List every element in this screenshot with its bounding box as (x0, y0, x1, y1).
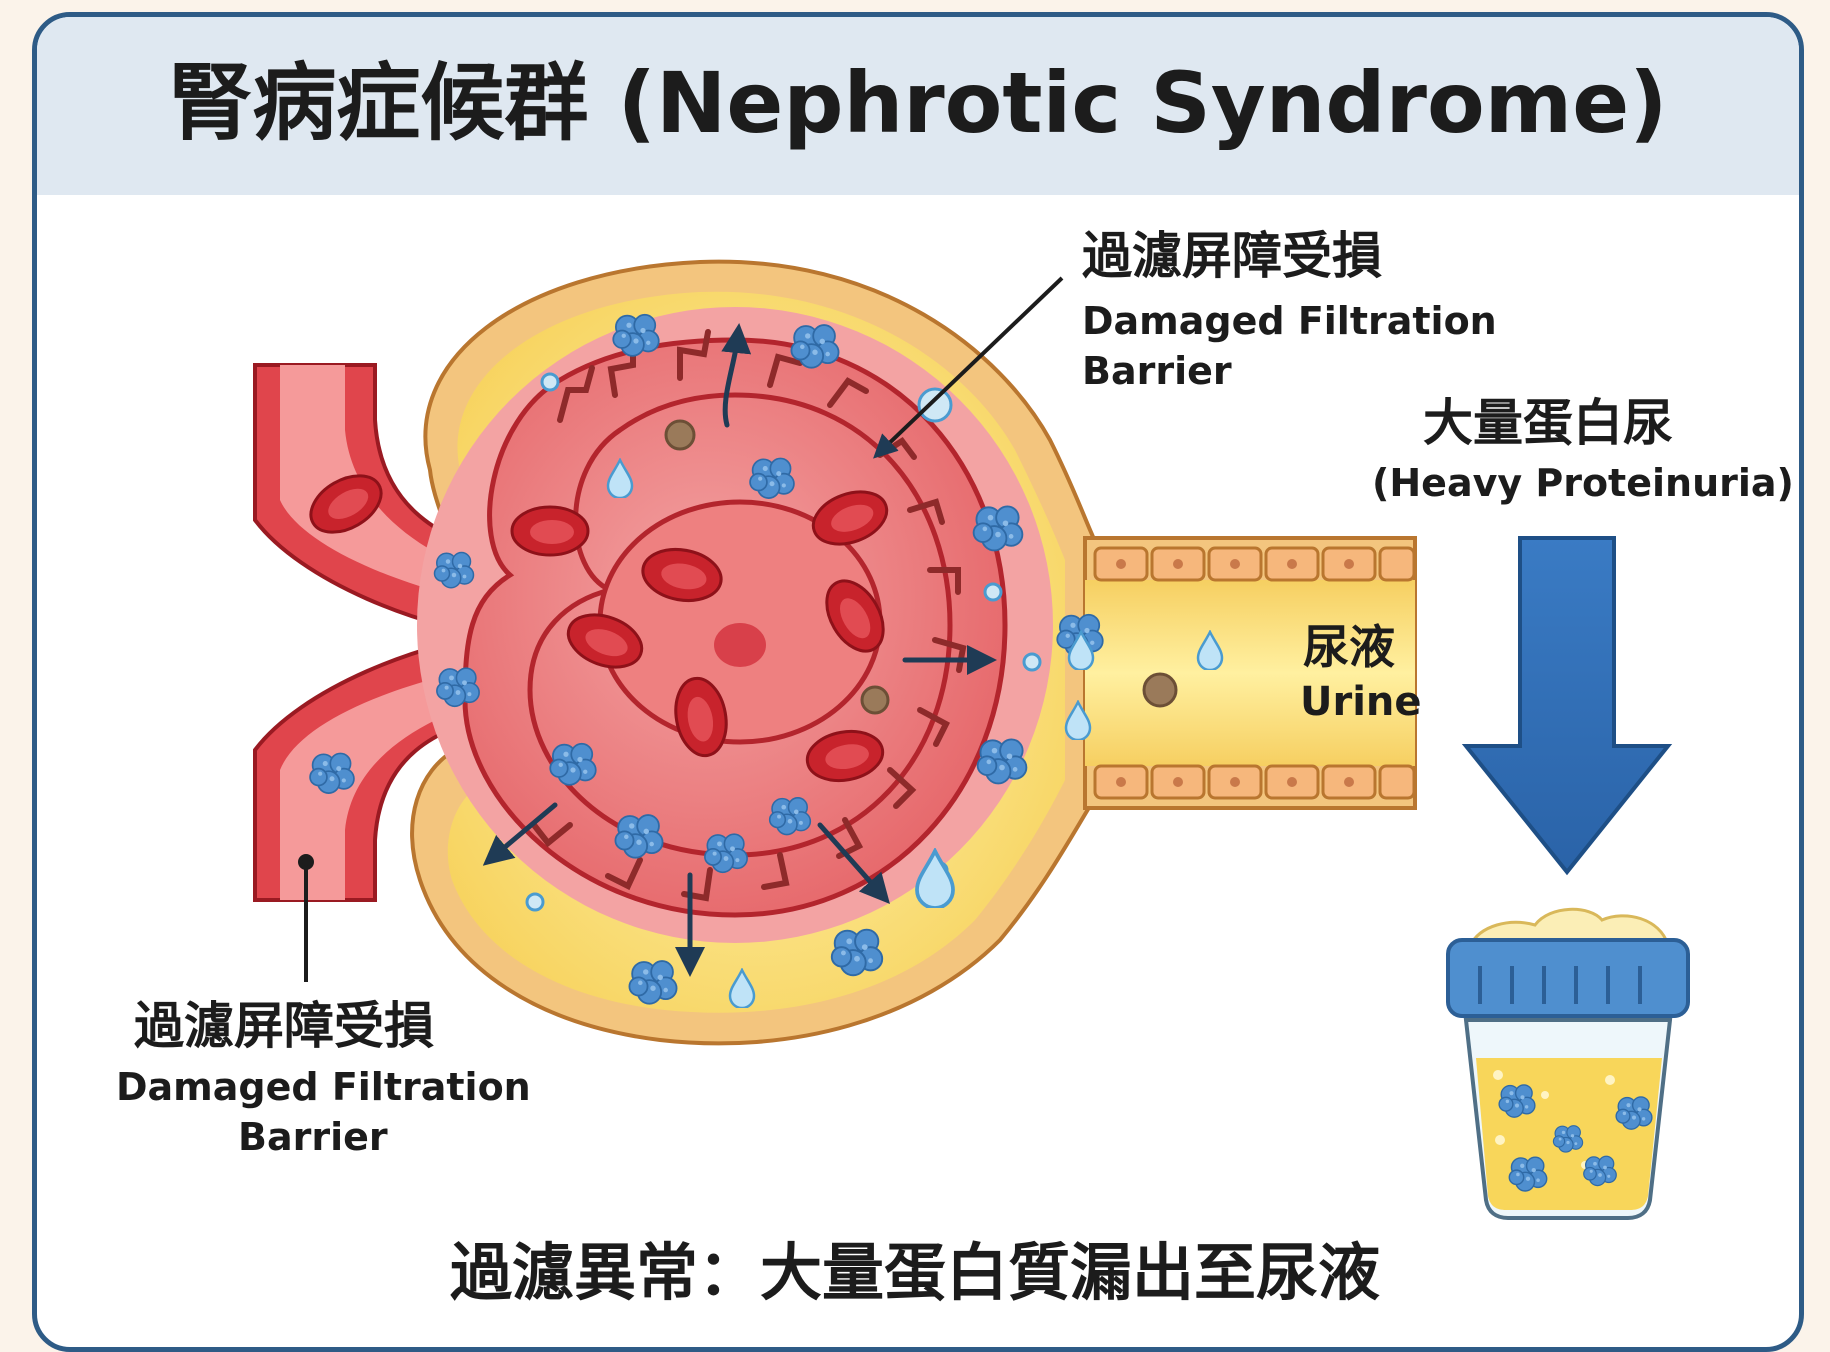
urine-label-zh: 尿液 (1303, 622, 1395, 674)
urine-label-en: Urine (1300, 680, 1422, 725)
urine-cup-icon (1448, 909, 1688, 1218)
footer-caption: 過濾異常：大量蛋白質漏出至尿液 (0, 1222, 1830, 1312)
proteinuria-label-zh: 大量蛋白尿 (1423, 395, 1673, 451)
proteinuria-label-en: (Heavy Proteinuria) (1372, 462, 1794, 505)
down-arrow-icon (1466, 538, 1668, 872)
barrier-bottom-label-zh: 過濾屏障受損 (134, 998, 434, 1054)
barrier-pointer-dot (300, 856, 312, 868)
barrier-top-label-en-1: Damaged Filtration (1082, 300, 1497, 343)
barrier-top-label-en-2: Barrier (1082, 350, 1232, 393)
barrier-bottom-label-en-1: Damaged Filtration (116, 1066, 531, 1109)
barrier-top-label-zh: 過濾屏障受損 (1082, 228, 1382, 284)
barrier-bottom-label-en-2: Barrier (238, 1116, 388, 1159)
red-blood-cell-icon (512, 507, 588, 555)
